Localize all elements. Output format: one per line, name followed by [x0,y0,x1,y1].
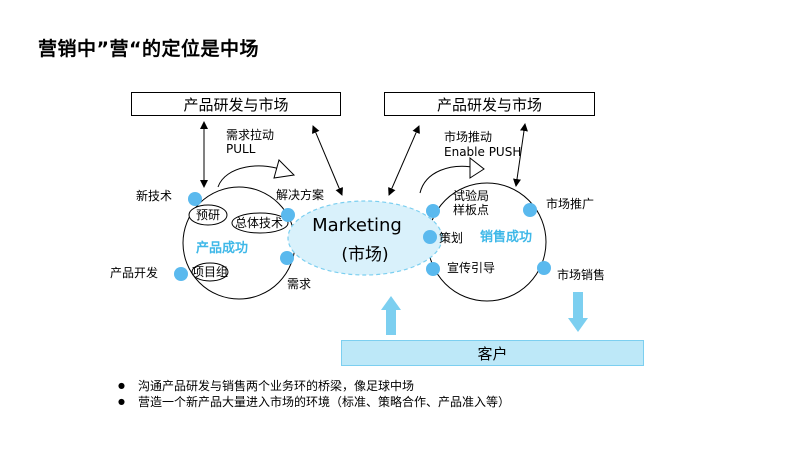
sales-success-label: 销售成功 [480,230,533,245]
dot-requirement [280,251,294,265]
publicity-label: 宣传引导 [447,261,496,275]
dot-new-tech [188,192,202,206]
right-vertical-arrow [513,123,528,187]
market-sales-label: 市场销售 [557,268,606,282]
dot-publicity [426,262,440,276]
project-group-label: 项目组 [191,265,229,279]
promotion-label: 市场推广 [546,197,595,211]
marketing-title: Marketing [312,215,402,236]
pull-en-label: PULL [226,142,256,156]
new-tech-label: 新技术 [136,189,173,203]
marketing-ellipse [287,200,443,276]
pull-arrowhead [273,159,296,179]
dot-planning [423,230,437,244]
dot-product-dev [174,267,188,281]
requirement-label: 需求 [287,277,312,291]
pull-label: 需求拉动 [226,128,275,142]
bullet-list: 沟通产品研发与销售两个业务环的桥梁，像足球中场 营造一个新产品大量进入市场的环境… [118,378,510,410]
right-diagonal-arrow [388,125,420,196]
dot-sales [537,261,551,275]
push-en-label: Enable PUSH [444,145,522,159]
overall-tech-oval [231,212,289,234]
customer-bar: 客户 [341,340,644,366]
dot-solution [281,208,295,222]
pre-research-oval [188,204,228,226]
project-group-oval [191,262,229,282]
marketing-subtitle: (市场) [341,245,389,265]
product-success-label: 产品成功 [196,241,249,256]
rd-market-box-left: 产品研发与市场 [131,92,341,116]
pre-research-label: 预研 [195,208,221,222]
push-label: 市场推动 [444,130,493,144]
pilot-label: 试验局 [453,189,490,203]
sample-point-label: 样板点 [453,203,490,217]
overall-tech-label: 总体技术 [234,216,284,230]
dot-promotion [523,203,537,217]
up-arrow-icon [381,296,401,335]
solution-label: 解决方案 [276,188,325,202]
product-dev-label: 产品开发 [110,266,159,280]
rd-market-box-right: 产品研发与市场 [384,92,595,116]
left-diagonal-arrow [312,125,343,196]
bullet-item: 沟通产品研发与销售两个业务环的桥梁，像足球中场 [118,378,510,394]
page-title: 营销中”营“的定位是中场 [38,38,259,60]
down-arrow-icon [568,292,588,332]
push-arrowhead [469,156,485,179]
planning-label: 策划 [439,231,464,245]
dot-pilot [426,204,440,218]
bullet-item: 营造一个新产品大量进入市场的环境（标准、策略合作、产品准入等） [118,394,510,410]
